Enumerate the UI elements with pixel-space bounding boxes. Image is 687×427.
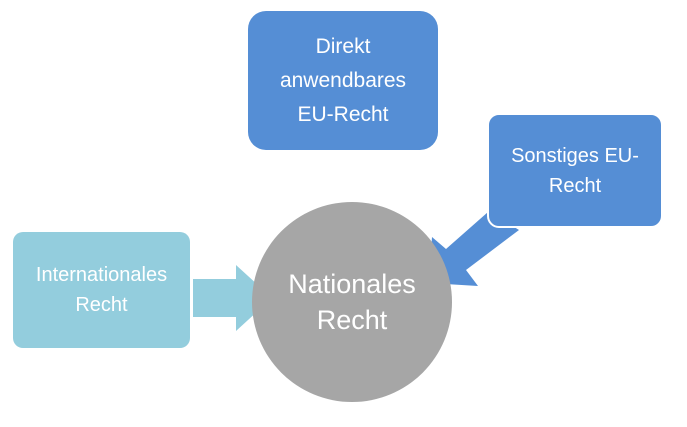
- node-label-line: Sonstiges EU-: [511, 144, 639, 167]
- node-label-line: Recht: [316, 305, 388, 335]
- node-label-line: Recht: [75, 294, 128, 316]
- node-label-line: Direkt: [315, 34, 371, 58]
- node-label-line: Recht: [548, 174, 602, 197]
- node-label-line: EU-Recht: [297, 102, 389, 126]
- node-nationales-recht: Nationales Recht: [252, 202, 452, 402]
- arrow-sonstiges-to-national: [429, 212, 519, 286]
- node-internationales-recht: Internationales Recht: [13, 232, 190, 348]
- node-direkt-anwendbares-eu-recht: Direkt anwendbares EU-Recht: [248, 11, 438, 150]
- node-sonstiges-eu-recht: Sonstiges EU- Recht: [487, 113, 663, 228]
- node-label-line: Nationales: [288, 269, 416, 299]
- node-label-line: Internationales: [35, 264, 168, 286]
- node-label-line: anwendbares: [279, 68, 407, 92]
